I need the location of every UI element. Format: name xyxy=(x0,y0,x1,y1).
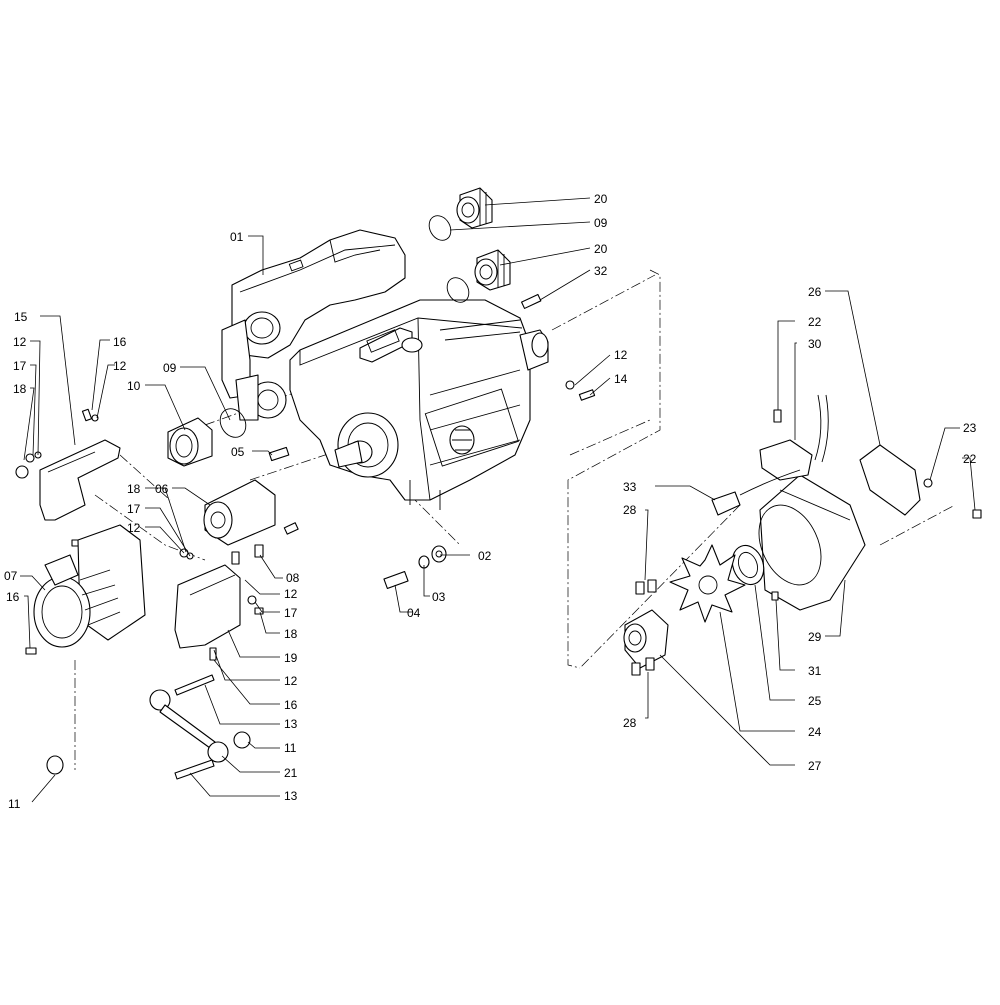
label-22-right: 22 xyxy=(963,452,977,466)
cooling-fan xyxy=(669,544,746,623)
pump-head-manifold xyxy=(221,229,406,421)
pump-crankcase xyxy=(289,299,549,510)
label-09-top: 09 xyxy=(594,216,608,230)
sensor-bracket xyxy=(759,394,829,481)
label-28-lower: 28 xyxy=(623,716,637,730)
right-small-fasteners xyxy=(771,409,982,601)
shaft-key xyxy=(268,446,290,462)
label-04: 04 xyxy=(407,606,421,620)
label-12-right: 12 xyxy=(614,348,628,362)
label-16-lower: 16 xyxy=(284,698,298,712)
label-02: 02 xyxy=(478,549,492,563)
label-10: 10 xyxy=(127,379,141,393)
dowel-pin xyxy=(521,293,542,309)
label-25: 25 xyxy=(808,694,822,708)
label-20-lower: 20 xyxy=(594,242,608,256)
label-18-mid: 18 xyxy=(127,482,141,496)
label-12-upper: 12 xyxy=(113,359,127,373)
label-33: 33 xyxy=(623,480,637,494)
drive-hub xyxy=(623,579,669,676)
label-09-left: 09 xyxy=(163,361,177,375)
label-03: 03 xyxy=(432,590,446,604)
label-26: 26 xyxy=(808,285,822,299)
valve-plug-lower xyxy=(474,249,511,291)
label-12-bracket: 12 xyxy=(284,587,298,601)
label-24: 24 xyxy=(808,725,822,739)
label-15: 15 xyxy=(14,310,28,324)
label-19: 19 xyxy=(284,651,298,665)
lock-nut xyxy=(731,544,765,586)
label-07: 07 xyxy=(4,569,18,583)
temperature-sensor xyxy=(711,469,801,516)
o-rings xyxy=(219,215,470,438)
label-12-mid: 12 xyxy=(127,521,141,535)
electric-motor xyxy=(33,524,146,648)
adapter-fitting xyxy=(167,417,213,467)
label-16-upper: 16 xyxy=(113,335,127,349)
label-32: 32 xyxy=(594,264,608,278)
label-18-left: 18 xyxy=(13,382,27,396)
label-13-upper: 13 xyxy=(284,717,298,731)
bell-housing xyxy=(758,474,866,611)
label-20-upper: 20 xyxy=(594,192,608,206)
label-16-left: 16 xyxy=(6,590,20,604)
label-11-linkage: 11 xyxy=(284,741,297,755)
label-30: 30 xyxy=(808,337,822,351)
label-01: 01 xyxy=(230,230,244,244)
leader-lines xyxy=(20,197,976,803)
callout-labels: 01 02 03 04 05 06 07 08 09 09 10 11 11 1… xyxy=(4,192,977,811)
label-31: 31 xyxy=(808,664,822,678)
mounting-bracket-left xyxy=(39,439,121,521)
small-fasteners xyxy=(15,380,596,661)
label-21: 21 xyxy=(284,766,298,780)
label-22-upper: 22 xyxy=(808,315,822,329)
label-17-right: 17 xyxy=(284,606,298,620)
label-12-lower: 12 xyxy=(284,674,298,688)
label-08: 08 xyxy=(286,571,300,585)
label-13-lower: 13 xyxy=(284,789,298,803)
label-05: 05 xyxy=(231,445,245,459)
label-28-upper: 28 xyxy=(623,503,637,517)
label-27: 27 xyxy=(808,759,822,773)
label-29: 29 xyxy=(808,630,822,644)
label-12-left: 12 xyxy=(13,335,27,349)
label-14: 14 xyxy=(614,372,628,386)
label-18-right: 18 xyxy=(284,627,298,641)
mounting-bracket-right xyxy=(174,564,241,649)
label-06: 06 xyxy=(155,482,169,496)
assembly-axes xyxy=(74,269,956,770)
tension-linkage xyxy=(46,674,251,780)
coupling-sleeve xyxy=(203,479,276,546)
label-23: 23 xyxy=(963,421,977,435)
label-11-bottom: 11 xyxy=(8,797,21,811)
valve-plug-upper xyxy=(456,187,493,229)
protective-cover-plate xyxy=(859,444,921,516)
label-17-left: 17 xyxy=(13,359,27,373)
label-17-mid: 17 xyxy=(127,502,141,516)
